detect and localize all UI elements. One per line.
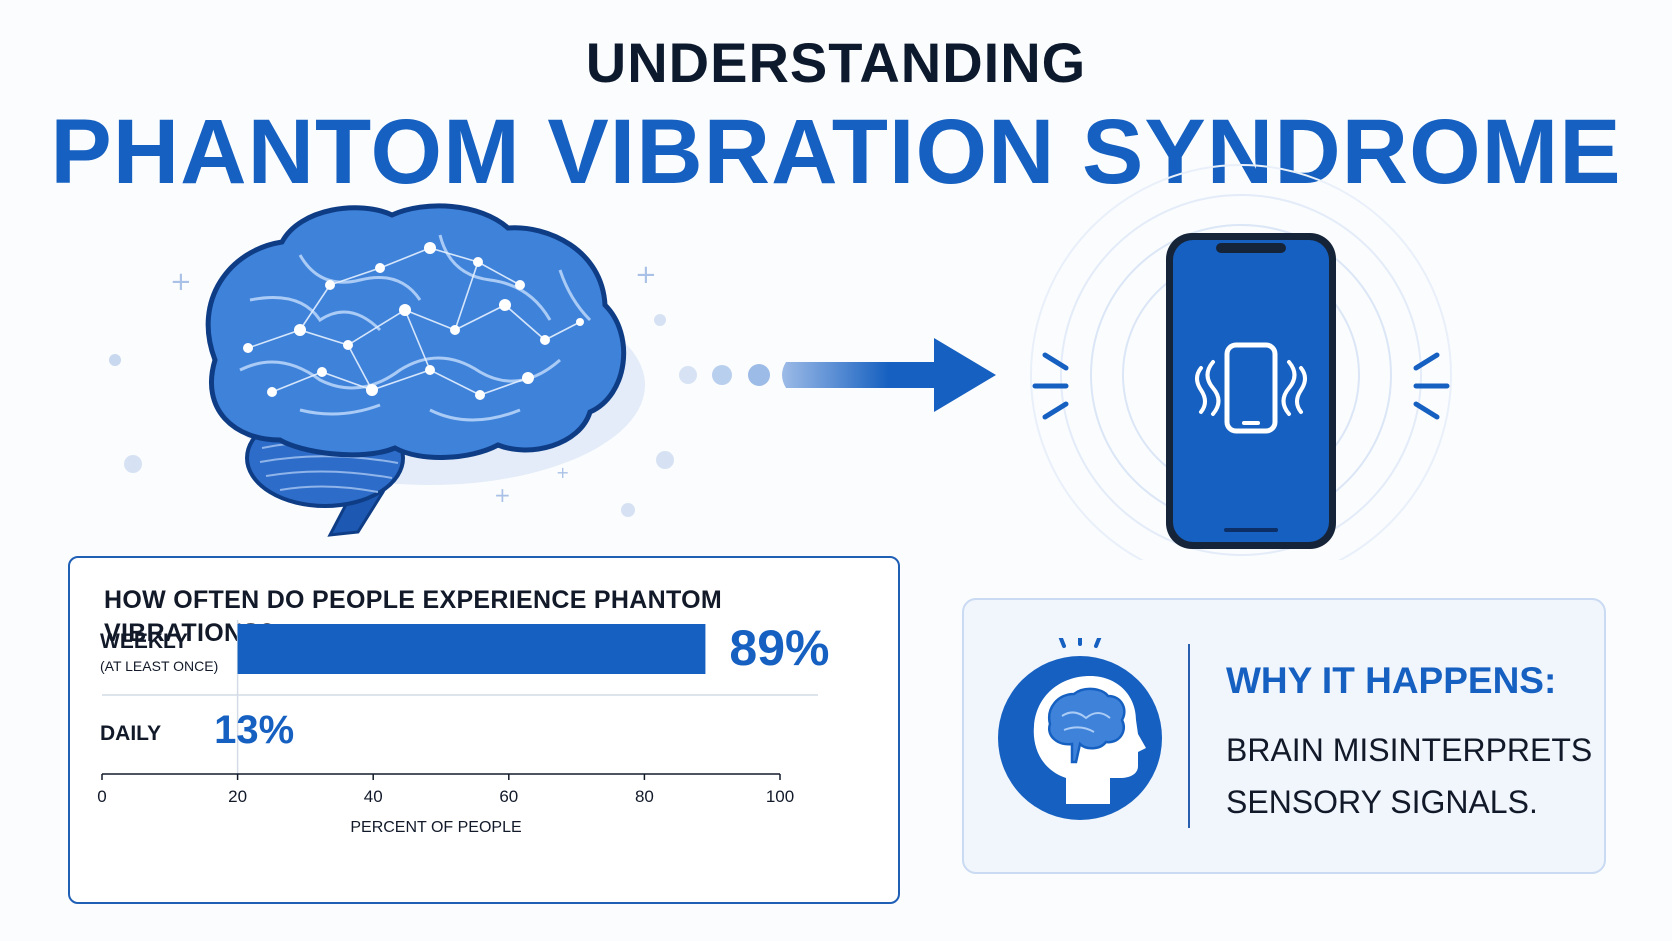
value-label: 89% bbox=[729, 620, 829, 676]
x-axis-label: PERCENT OF PEOPLE bbox=[350, 819, 521, 836]
x-tick-label: 80 bbox=[635, 787, 654, 806]
illustration: + + + + bbox=[109, 164, 1452, 560]
x-tick-label: 40 bbox=[364, 787, 383, 806]
value-label: 13% bbox=[214, 708, 294, 752]
why-text: BRAIN MISINTERPRETS SENSORY SIGNALS. bbox=[1226, 732, 1593, 820]
x-tick-label: 0 bbox=[97, 787, 106, 806]
why-card: WHY IT HAPPENS: BRAIN MISINTERPRETS SENS… bbox=[962, 598, 1606, 874]
head-brain-icon bbox=[998, 638, 1162, 820]
vibrating-phone-icon bbox=[1030, 164, 1452, 560]
x-tick-label: 60 bbox=[499, 787, 518, 806]
arrow-right-icon bbox=[679, 338, 996, 412]
svg-text:+: + bbox=[635, 260, 657, 290]
category-note: (AT LEAST ONCE) bbox=[100, 658, 218, 674]
x-tick-label: 20 bbox=[228, 787, 247, 806]
x-tick-label: 100 bbox=[766, 787, 794, 806]
page-subtitle: UNDERSTANDING bbox=[585, 31, 1087, 94]
page-title: PHANTOM VIBRATION SYNDROME bbox=[50, 101, 1622, 203]
svg-text:+: + bbox=[494, 483, 511, 507]
category-label: DAILY bbox=[100, 722, 161, 745]
brain-network-icon: + + + + bbox=[109, 203, 674, 537]
chart-card: HOW OFTEN DO PEOPLE EXPERIENCE PHANTOM V… bbox=[68, 556, 900, 904]
svg-text:+: + bbox=[556, 463, 569, 482]
bar-weekly bbox=[237, 624, 706, 674]
svg-text:+: + bbox=[170, 267, 192, 297]
category-label: WEEKLY bbox=[100, 630, 188, 653]
divider bbox=[1188, 644, 1190, 828]
why-title: WHY IT HAPPENS: bbox=[1226, 660, 1557, 701]
bar-chart: WEEKLY (AT LEAST ONCE) 89% DAILY 13% 0 20 40 60 8… bbox=[97, 620, 829, 836]
